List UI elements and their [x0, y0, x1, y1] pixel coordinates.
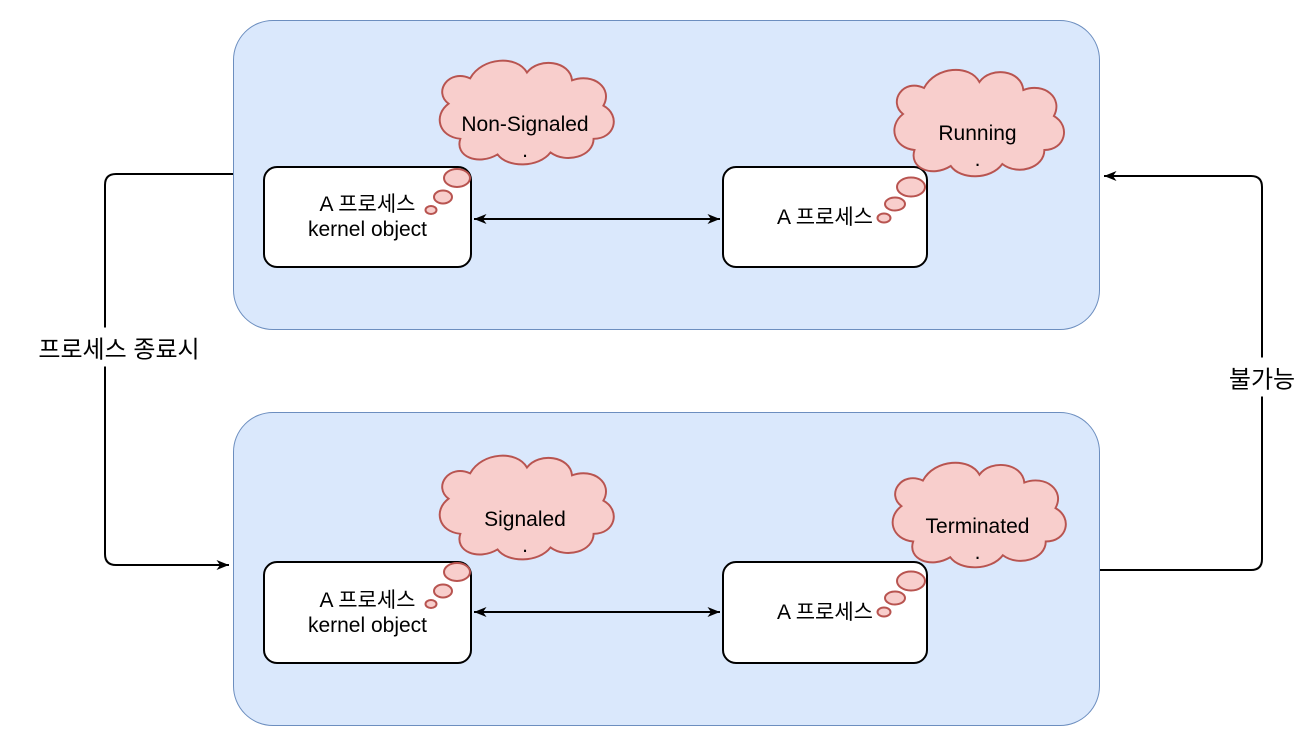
- impossible-edge-label: 불가능: [1223, 357, 1301, 397]
- bottom-process-box-label: A 프로세스: [777, 601, 873, 624]
- bottom-kernel-object-box-line2: kernel object: [307, 613, 428, 637]
- top-kernel-object-box: A 프로세스 kernel object: [263, 166, 472, 268]
- top-process-box: A 프로세스: [722, 166, 928, 268]
- top-kernel-object-box-line1: A 프로세스: [319, 193, 416, 216]
- top-process-box-label: A 프로세스: [777, 205, 873, 229]
- bottom-kernel-object-box: A 프로세스 kernel object: [263, 561, 472, 664]
- process-exit-edge-label: 프로세스 종료시: [33, 327, 205, 367]
- bottom-process-box: A 프로세스: [722, 561, 928, 664]
- top-kernel-object-box-line2: kernel object: [307, 218, 428, 241]
- process-exit-edge: [104, 173, 233, 570]
- bottom-kernel-object-box-line1: A 프로세스: [319, 588, 416, 612]
